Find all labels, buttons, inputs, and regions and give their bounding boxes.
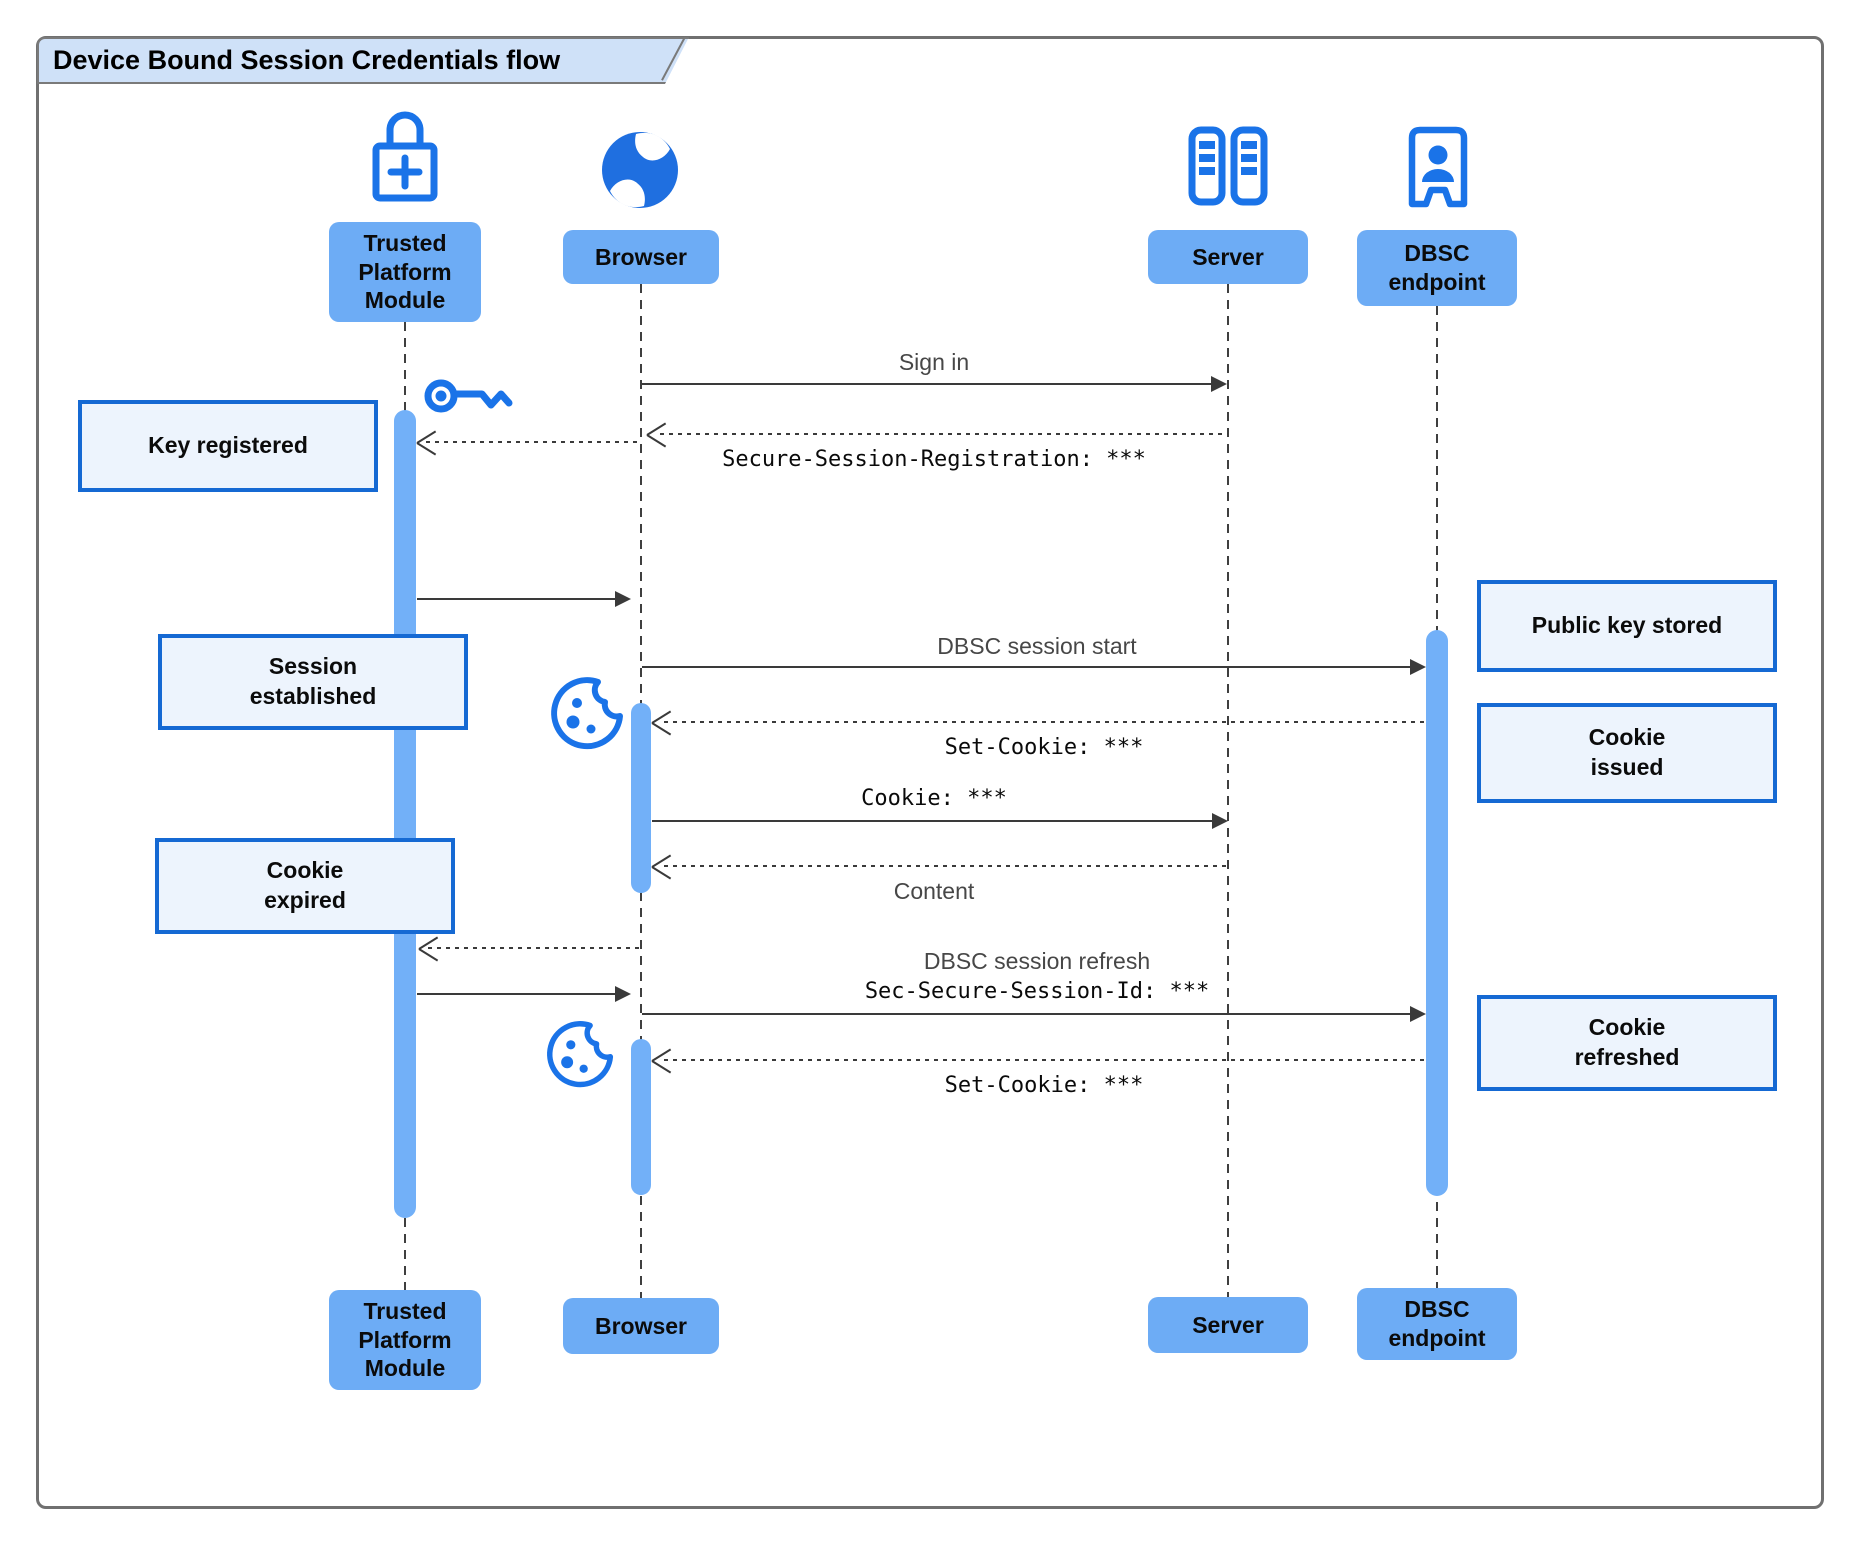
message-line-cookie — [652, 820, 1214, 822]
actor-bottom-dbsc: DBSC endpoint — [1357, 1288, 1517, 1360]
message-line-content — [664, 865, 1228, 867]
actor-label: DBSC endpoint — [1388, 1296, 1486, 1351]
message-line-dbsc-session-refresh — [642, 1013, 1412, 1015]
diagram-title: Device Bound Session Credentials flow — [53, 45, 561, 75]
refresh-label-line-1: DBSC session refresh — [923, 948, 1151, 974]
cookie-icon — [551, 677, 623, 750]
arrowhead-tpm-to-browser-1 — [615, 591, 631, 607]
message-label-cookie: Cookie: *** — [861, 786, 1007, 811]
arrowhead-sign-in — [1211, 376, 1227, 392]
message-line-set-cookie-1 — [664, 721, 1426, 723]
activation-bar-dbsc — [1426, 630, 1448, 1196]
actor-top-tpm: Trusted Platform Module — [329, 222, 481, 322]
message-label-set-cookie-1: Set-Cookie: *** — [944, 735, 1144, 760]
actor-label: DBSC endpoint — [1388, 240, 1486, 295]
actor-label: Server — [1192, 1311, 1264, 1338]
arrowhead-tpm-to-browser-2 — [615, 986, 631, 1002]
message-label-sign-in: Sign in — [898, 349, 970, 375]
diagram-title-tab: Device Bound Session Credentials flow — [37, 37, 689, 84]
arrowhead-set-cookie-1 — [652, 711, 674, 733]
note-public-key-stored: Public key stored — [1477, 580, 1777, 672]
note-text: Cookie issued — [1588, 724, 1666, 780]
message-line-dbsc-session-start — [642, 666, 1412, 668]
message-line-tpm-to-browser-2 — [417, 993, 617, 995]
lock-plus-icon — [372, 111, 438, 202]
note-text: Session established — [249, 653, 377, 709]
actor-top-browser: Browser — [563, 230, 719, 284]
actor-label: Trusted Platform Module — [358, 1297, 452, 1382]
arrowhead-cookie — [1212, 813, 1228, 829]
actor-bottom-server: Server — [1148, 1297, 1308, 1353]
note-session-established: Session established — [158, 634, 468, 730]
cookie-icon — [547, 1021, 614, 1088]
activation-bar-browser-1 — [631, 703, 651, 893]
message-line-tpm-to-browser-1 — [417, 598, 617, 600]
message-label-secure-session-registration: Secure-Session-Registration: *** — [722, 447, 1146, 472]
actor-label: Browser — [594, 1312, 688, 1339]
kiosk-person-icon — [1408, 126, 1468, 208]
actor-label: Server — [1192, 243, 1264, 270]
actor-top-server: Server — [1148, 230, 1308, 284]
message-line-set-cookie-2 — [664, 1059, 1426, 1061]
arrowhead-browser-to-tpm-2 — [419, 937, 441, 959]
arrowhead-browser-to-tpm-1 — [417, 431, 439, 453]
note-key-registered: Key registered — [78, 400, 378, 492]
note-text: Cookie refreshed — [1574, 1014, 1680, 1070]
actor-bottom-tpm: Trusted Platform Module — [329, 1290, 481, 1390]
message-line-browser-to-tpm-2 — [428, 947, 641, 949]
activation-bar-browser-2 — [631, 1039, 651, 1195]
message-label-dbsc-session-start: DBSC session start — [937, 633, 1137, 659]
note-text: Key registered — [148, 432, 308, 459]
server-rack-icon — [1188, 126, 1268, 206]
note-cookie-issued: Cookie issued — [1477, 703, 1777, 803]
arrowhead-dbsc-session-start — [1410, 659, 1426, 675]
key-icon — [424, 379, 513, 413]
refresh-label-line-2: Sec-Secure-Session-Id: *** — [864, 979, 1210, 1004]
message-label-set-cookie-2: Set-Cookie: *** — [944, 1073, 1144, 1098]
arrowhead-dbsc-session-refresh — [1410, 1006, 1426, 1022]
arrowhead-secure-session-registration — [647, 423, 669, 445]
message-line-secure-session-registration — [660, 433, 1228, 435]
note-text: Public key stored — [1531, 612, 1723, 639]
actor-label: Browser — [594, 243, 688, 270]
message-line-browser-to-tpm-1 — [426, 441, 641, 443]
activation-bar-tpm — [394, 410, 416, 1218]
message-line-sign-in — [642, 383, 1213, 385]
note-text: Cookie expired — [264, 857, 346, 913]
note-cookie-expired: Cookie expired — [155, 838, 455, 934]
arrowhead-set-cookie-2 — [652, 1049, 674, 1071]
message-label-dbsc-session-refresh: DBSC session refresh Sec-Secure-Session-… — [737, 947, 1337, 1006]
arrowhead-content — [652, 855, 674, 877]
actor-bottom-browser: Browser — [563, 1298, 719, 1354]
globe-icon — [602, 132, 678, 208]
note-cookie-refreshed: Cookie refreshed — [1477, 995, 1777, 1091]
actor-label: Trusted Platform Module — [358, 229, 452, 314]
lifeline-server — [1227, 284, 1229, 1297]
actor-top-dbsc: DBSC endpoint — [1357, 230, 1517, 306]
message-label-content: Content — [893, 878, 975, 904]
